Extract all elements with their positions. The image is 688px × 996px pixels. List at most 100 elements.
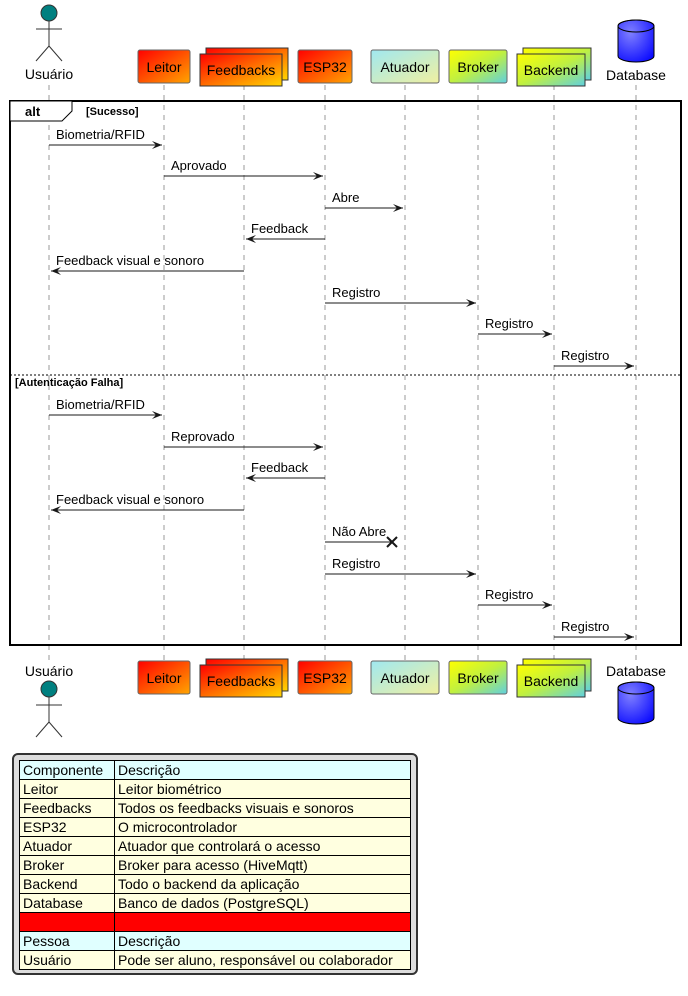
database-icon [617, 19, 655, 63]
arrowhead-icon [624, 633, 634, 641]
collection-front-box [516, 664, 586, 698]
legend-row-description: Banco de dados (PostgreSQL) [114, 893, 411, 913]
arrowhead-icon [51, 267, 61, 275]
legend-row-description: Pode ser aluno, responsável ou colaborad… [114, 950, 411, 970]
legend-row: Feedbacks Todos os feedbacks visuais e s… [19, 798, 411, 818]
message-label: Biometria/RFID [56, 397, 145, 412]
legend-header-description: Descrição [114, 760, 411, 780]
database-rim-icon [617, 19, 655, 33]
legend-row-description: Todos os feedbacks visuais e sonoros [114, 798, 411, 818]
alt-keyword: alt [25, 104, 41, 119]
legend-people-header-description: Descrição [114, 931, 411, 951]
legend-row-name: Usuário [19, 950, 115, 970]
message-label: Registro [561, 619, 609, 634]
legend-row: Broker Broker para acesso (HiveMqtt) [19, 855, 411, 875]
participant-box [297, 49, 353, 84]
arrowhead-icon [393, 204, 403, 212]
participant-label: ESP32 [303, 59, 347, 75]
legend-people-header-row: Pessoa Descrição [19, 931, 411, 951]
legend-row: Atuador Atuador que controlará o acesso [19, 836, 411, 856]
database-icon [617, 681, 655, 725]
arrowhead-icon [466, 299, 476, 307]
guard-label: [Sucesso] [86, 106, 139, 118]
legend-box: Componente Descrição Leitor Leitor biomé… [12, 753, 418, 975]
arrowhead-icon [152, 411, 162, 419]
legend-separator-row [19, 912, 411, 932]
participant-feedbacks: Feedbacks [199, 47, 289, 87]
participant-label: Backend [524, 673, 578, 689]
participant-esp32: ESP32 [297, 49, 353, 84]
arrowhead-icon [313, 443, 323, 451]
alt-frame-tab [9, 100, 73, 122]
arrowhead-icon [51, 506, 61, 514]
arrowhead-icon [246, 474, 256, 482]
participant-label: Usuário [25, 663, 73, 679]
arrowhead-icon [624, 362, 634, 370]
collection-front-box [199, 53, 283, 87]
legend-header-row: Componente Descrição [19, 760, 411, 780]
message-label: Registro [332, 285, 380, 300]
participant-label: Database [606, 663, 666, 679]
arrowhead-icon [466, 570, 476, 578]
legend-row-name: Database [19, 893, 115, 913]
sequence-diagram: alt [Sucesso] [Autenticação Falha] Biometr… [9, 4, 682, 738]
participant-usuario: Usuário [25, 663, 73, 738]
participant-database: Database [606, 663, 666, 725]
legend-row: ESP32 O microcontrolador [19, 817, 411, 837]
message: Feedback visual e sonoro [51, 492, 244, 514]
participant-esp32: ESP32 [297, 660, 353, 695]
message: Registro [325, 285, 476, 307]
legend-row-name: Leitor [19, 779, 115, 799]
actor-leg-icon [48, 45, 63, 62]
legend-row-description: Broker para acesso (HiveMqtt) [114, 855, 411, 875]
participant-label: Feedbacks [207, 673, 275, 689]
message-label: Feedback visual e sonoro [56, 492, 204, 507]
participant-broker: Broker [448, 49, 508, 84]
legend-row-name: Feedbacks [19, 798, 115, 818]
actor-leg-icon [48, 721, 63, 738]
participant-box [448, 660, 508, 695]
collection-front-box [199, 664, 283, 698]
message: Registro [554, 619, 634, 641]
participant-atuador: Atuador [370, 49, 440, 84]
message: Biometria/RFID [49, 397, 162, 419]
legend-table: Componente Descrição Leitor Leitor biomé… [19, 760, 411, 970]
participant-label: Backend [524, 62, 578, 78]
message-label: Reprovado [171, 429, 235, 444]
collection-front-box [516, 53, 586, 87]
legend-separator-cell [19, 912, 115, 932]
message: Abre [325, 190, 403, 212]
message-label: Feedback visual e sonoro [56, 253, 204, 268]
legend-row-description: O microcontrolador [114, 817, 411, 837]
actor-leg-icon [35, 721, 50, 738]
message: Registro [554, 348, 634, 370]
legend-row: Database Banco de dados (PostgreSQL) [19, 893, 411, 913]
message-label: Registro [485, 587, 533, 602]
participant-box [297, 660, 353, 695]
actor-head-icon [40, 680, 58, 698]
legend-row-description: Atuador que controlará o acesso [114, 836, 411, 856]
participant-database: Database [606, 19, 666, 83]
participant-box [448, 49, 508, 84]
participant-label: Broker [457, 59, 499, 75]
message: Reprovado [164, 429, 323, 451]
legend-row: Backend Todo o backend da aplicação [19, 874, 411, 894]
legend-header-component: Componente [19, 760, 115, 780]
message-label: Feedback [251, 221, 309, 236]
message-label: Registro [485, 316, 533, 331]
participant-feedbacks: Feedbacks [199, 658, 289, 698]
participant-label: Feedbacks [207, 62, 275, 78]
message: Registro [478, 587, 552, 609]
guard-label: [Autenticação Falha] [15, 377, 124, 389]
legend-row: Usuário Pode ser aluno, responsável ou c… [19, 950, 411, 970]
message-label: Biometria/RFID [56, 127, 145, 142]
message: Não Abre [325, 524, 398, 548]
message: Registro [325, 556, 476, 578]
message: Aprovado [164, 158, 323, 180]
participant-label: Usuário [25, 66, 73, 82]
legend-people-header-name: Pessoa [19, 931, 115, 951]
participant-box [137, 49, 191, 84]
legend-row: Leitor Leitor biométrico [19, 779, 411, 799]
message: Feedback [246, 460, 325, 482]
actor-leg-icon [35, 45, 50, 62]
